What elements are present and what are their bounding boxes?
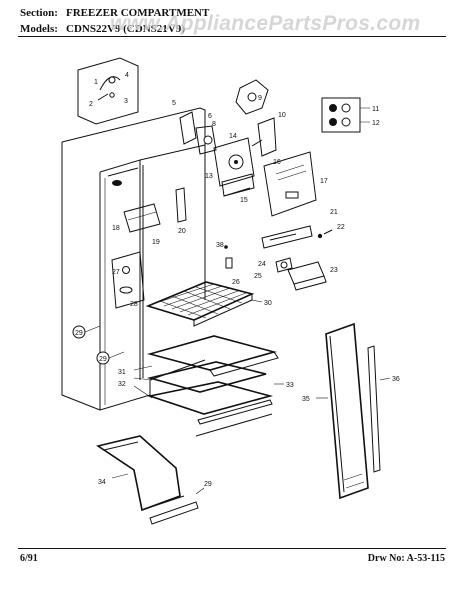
- part-36-37-panel: 35 36: [302, 322, 400, 500]
- part-10-16: 10 16: [251, 112, 286, 166]
- callout-15: 15: [240, 197, 248, 204]
- callout-18: 18: [112, 225, 120, 232]
- header-rule: [18, 36, 446, 37]
- callout-12: 12: [372, 120, 380, 127]
- callout-20: 20: [178, 228, 186, 235]
- callout-29a: 29: [75, 330, 83, 337]
- callout-14: 14: [229, 133, 237, 140]
- drawing-date: 6/91: [20, 553, 38, 564]
- section-title: FREEZER COMPARTMENT: [66, 7, 210, 19]
- section-label: Section:: [20, 7, 58, 19]
- parts-18-20: 18 19 20: [112, 187, 187, 246]
- parts-21-22: 21 22: [261, 209, 345, 249]
- callout-13: 13: [205, 173, 213, 180]
- drawing-number: Drw No: A-53-115: [367, 553, 445, 564]
- freezer-cabinet: [61, 107, 206, 411]
- inset-detail-27-28: 27 28: [111, 251, 145, 309]
- callout-34: 33: [286, 382, 294, 389]
- callout-23: 23: [330, 267, 338, 274]
- models-value: CDNS22V9 (CDNS21V9): [66, 23, 185, 35]
- part-35-bin: 34 29: [96, 435, 212, 525]
- callout-8: 8: [212, 121, 216, 128]
- callout-9: 9: [258, 95, 262, 102]
- part-17-cover: 17: [263, 151, 328, 217]
- callout-35: 34: [98, 479, 106, 486]
- parts-32-34-shelves: 31 32 33: [118, 335, 294, 437]
- callout-11: 11: [372, 106, 379, 113]
- inset-detail-1-4: 1 2 3 4: [77, 57, 139, 125]
- part-9-bracket: 9: [235, 79, 269, 115]
- watermark: www.AppliancePartsPros.com: [110, 12, 421, 35]
- inset-detail-11-12: 11 12: [321, 97, 380, 133]
- models-label: Models:: [20, 23, 58, 35]
- fan-assembly: 5 6 8 14 13 15: [172, 100, 255, 204]
- callout-2: 2: [89, 101, 93, 108]
- part-31-wire-shelf: 30: [145, 281, 272, 327]
- callout-37: 36: [392, 376, 400, 383]
- callout-10: 10: [278, 112, 286, 119]
- callout-24: 24: [258, 261, 266, 268]
- callout-38: 38: [216, 242, 224, 249]
- callout-29b: 29: [99, 356, 107, 363]
- callout-25: 25: [254, 273, 262, 280]
- parts-23-26-38: 23 24 25 26 38: [216, 242, 338, 291]
- callout-1: 1: [94, 79, 98, 86]
- part-29-markers: 29 29: [72, 325, 125, 365]
- callout-22: 22: [337, 224, 345, 231]
- callout-21: 21: [330, 209, 338, 216]
- callout-36: 35: [302, 396, 310, 403]
- callout-5: 5: [172, 100, 176, 107]
- callout-26: 26: [232, 279, 240, 286]
- callout-19: 19: [152, 239, 160, 246]
- callout-31: 30: [264, 300, 272, 307]
- callout-32: 31: [118, 369, 126, 376]
- callout-6: 6: [208, 113, 212, 120]
- callout-33: 32: [118, 381, 126, 388]
- callout-27: 27: [112, 269, 120, 276]
- footer-rule: [18, 548, 446, 549]
- callout-17: 17: [320, 178, 328, 185]
- callout-3: 3: [124, 98, 128, 105]
- callout-4: 4: [125, 72, 129, 79]
- callout-28: 28: [130, 301, 138, 308]
- callout-30: 29: [204, 481, 212, 488]
